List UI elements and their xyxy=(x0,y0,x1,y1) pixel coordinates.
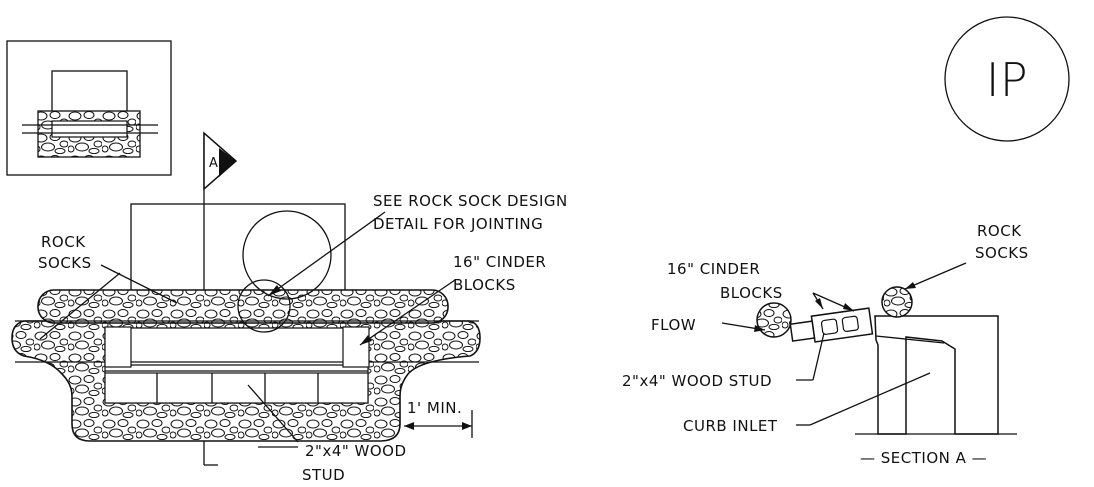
plan-rock-sock-top xyxy=(37,289,449,324)
section-cinder-block xyxy=(810,307,874,343)
plan-wood-stud-label-1: 2"x4" WOOD xyxy=(305,442,407,460)
plan-view: A 1' MIN. xyxy=(11,131,568,484)
section-view: ROCK SOCKS 16" CINDER BLOCKS FLOW 2"x4" … xyxy=(622,222,1029,467)
section-cinder-label-2: BLOCKS xyxy=(720,284,783,302)
plan-wood-stud-label-2: STUD xyxy=(302,466,345,484)
section-a-title: — SECTION A — xyxy=(860,449,987,467)
plan-cinder-label-2: BLOCKS xyxy=(453,276,516,294)
ip-badge: IP xyxy=(944,16,1070,142)
plan-rock-socks-label-2: SOCKS xyxy=(38,254,92,272)
section-wood-stud-label: 2"x4" WOOD STUD xyxy=(622,372,772,390)
section-wood-stud xyxy=(789,320,816,342)
section-cinder-label-1: 16" CINDER xyxy=(667,260,760,278)
see-note-line-2: DETAIL FOR JOINTING xyxy=(373,215,543,233)
section-curb-inlet-label: CURB INLET xyxy=(683,417,778,435)
section-rock-sock-top xyxy=(881,286,913,318)
section-rock-socks-label-1: ROCK xyxy=(977,222,1022,240)
section-rock-socks-label-2: SOCKS xyxy=(975,244,1029,262)
section-marker-flag: A xyxy=(203,131,238,191)
see-note-line-1: SEE ROCK SOCK DESIGN xyxy=(373,192,568,210)
key-thumbnail xyxy=(6,40,172,176)
ip-badge-text: IP xyxy=(986,53,1028,107)
plan-rock-socks-label-1: ROCK xyxy=(41,233,86,251)
section-flow-label: FLOW xyxy=(651,316,696,334)
min-dimension-label: 1' MIN. xyxy=(407,399,462,417)
curb-inlet-body xyxy=(874,315,999,435)
plan-cinder-label-1: 16" CINDER xyxy=(453,253,546,271)
section-marker-label: A xyxy=(209,156,218,171)
section-rock-sock-left xyxy=(756,302,792,338)
